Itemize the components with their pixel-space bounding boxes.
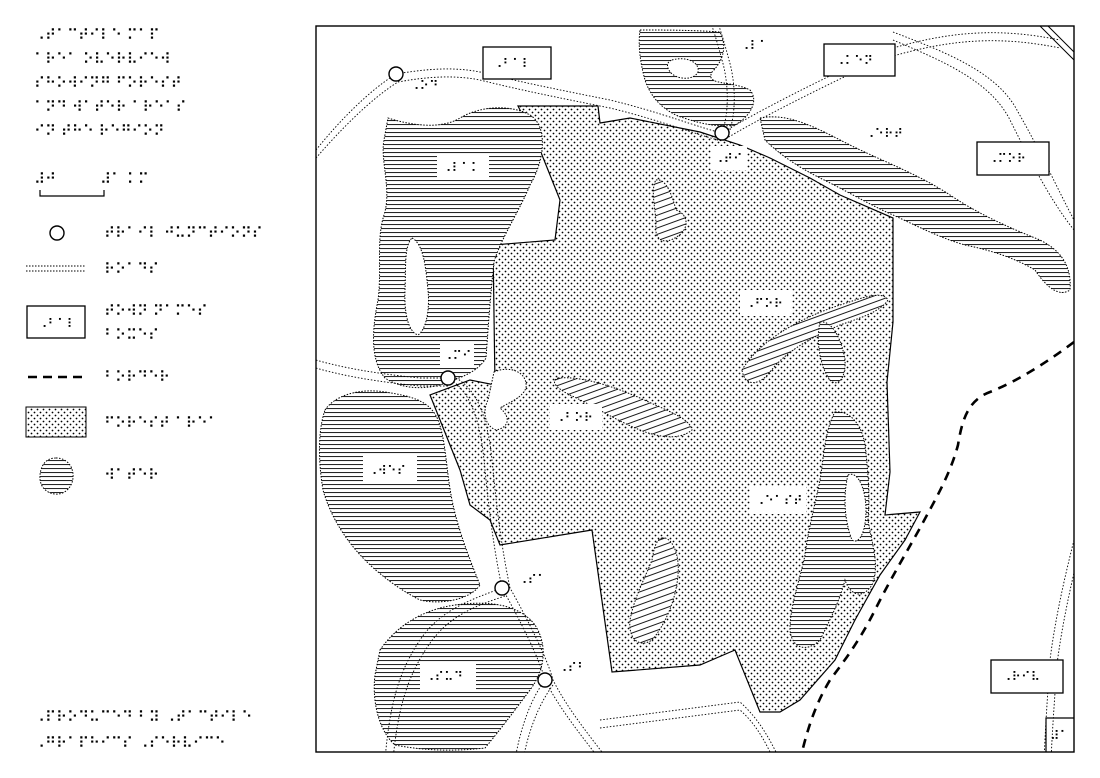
map-label: ⠠⠃⠕⠗ bbox=[555, 411, 593, 426]
legend-title-line-1: ⠠⠞⠁⠉⠞⠊⠇⠑ ⠍⠁⠏ bbox=[34, 26, 160, 44]
area-labels: ⠠⠕⠙ ⠠⠇⠁ ⠠⠑⠗⠞ ⠠⠞⠊ ⠠⠇⠁⠅ ⠠⠋⠕⠗ ⠠⠍⠊ ⠠⠃⠕⠗ ⠠⠺⠑⠎… bbox=[363, 39, 903, 690]
town-label-text: ⠠⠍⠕⠗ bbox=[988, 152, 1026, 167]
stipple-swatch-icon bbox=[25, 406, 87, 438]
lake-small-3 bbox=[817, 321, 846, 384]
map-area: ⠠⠃⠁⠇ ⠠⠅⠑⠝ ⠠⠍⠕⠗ ⠠⠗⠊⠧ ⠠⠕⠙ ⠠⠇⠁ ⠠⠑⠗⠞ ⠠⠞⠊ ⠠⠇⠁… bbox=[316, 26, 1074, 752]
legend-title-line-5: ⠊⠝ ⠞⠓⠑ ⠗⠑⠛⠊⠕⠝ bbox=[34, 122, 164, 140]
map-label: ⠠⠎⠁ bbox=[518, 573, 547, 588]
legend-item-label-box: ⠠⠃⠁⠇ ⠞⠕⠺⠝ ⠝⠁⠍⠑⠎ ⠃⠕⠭⠑⠎ bbox=[26, 302, 208, 344]
legend-item-label-box-label: ⠞⠕⠺⠝ ⠝⠁⠍⠑⠎ bbox=[104, 302, 208, 320]
town-label-box bbox=[823, 43, 896, 77]
map-label: ⠠⠋⠕⠗ bbox=[745, 297, 783, 312]
legend-item-junction-label: ⠞⠗⠁⠊⠇ ⠚⠥⠝⠉⠞⠊⠕⠝⠎ bbox=[104, 224, 263, 242]
map-label: ⠠⠇⠁ bbox=[740, 39, 769, 54]
water-blob-icon bbox=[39, 457, 74, 495]
legend-item-water-label: ⠺⠁⠞⠑⠗ bbox=[104, 466, 159, 484]
map-label: ⠠⠕⠙ bbox=[410, 79, 439, 94]
legend: ⠠⠞⠁⠉⠞⠊⠇⠑ ⠍⠁⠏ ⠁⠗⠑⠁ ⠕⠧⠑⠗⠧⠊⠑⠺ ⠎⠓⠕⠺⠊⠝⠛ ⠋⠕⠗⠑⠎… bbox=[25, 26, 263, 752]
lake-small-5 bbox=[629, 537, 679, 644]
town-label-text: ⠠⠃⠁⠇ bbox=[493, 57, 531, 72]
legend-item-border: ⠃⠕⠗⠙⠑⠗ bbox=[28, 368, 170, 386]
lake-top-island bbox=[667, 58, 699, 79]
legend-item-label-box-label-2: ⠃⠕⠭⠑⠎ bbox=[104, 326, 159, 344]
legend-item-forest: ⠋⠕⠗⠑⠎⠞ ⠁⠗⠑⠁ bbox=[25, 406, 219, 438]
map-label: ⠠⠑⠁⠎⠞ bbox=[755, 494, 803, 509]
junction-circle-icon bbox=[440, 370, 456, 386]
junction-circle-icon bbox=[494, 580, 510, 596]
legend-item-road: ⠗⠕⠁⠙⠎ bbox=[26, 260, 159, 278]
scale-bar-text: ⠼⠁ ⠅⠍ bbox=[100, 170, 149, 188]
lake-left-upper-island bbox=[404, 237, 429, 336]
town-label-box bbox=[482, 46, 552, 80]
junction-circle-icon bbox=[537, 672, 553, 688]
map-label: ⠠⠇⠁⠅ bbox=[442, 161, 480, 176]
lake-east-channel bbox=[844, 473, 867, 542]
legend-title-line-4: ⠁⠝⠙ ⠺⠁⠞⠑⠗ ⠁⠗⠑⠁⠎ bbox=[34, 98, 186, 116]
town-label-text: ⠠⠅⠑⠝ bbox=[835, 54, 873, 69]
lake-small-1 bbox=[652, 179, 687, 242]
map-label: ⠠⠎⠃ bbox=[558, 661, 587, 676]
legend-title-line-3: ⠎⠓⠕⠺⠊⠝⠛ ⠋⠕⠗⠑⠎⠞ bbox=[34, 74, 182, 92]
map-corner-label: ⠼⠁ bbox=[1050, 729, 1069, 744]
scale-bar: ⠼⠚ ⠼⠁ ⠅⠍ bbox=[34, 170, 149, 197]
lake-west bbox=[319, 390, 481, 603]
scale-bar-start-label: ⠼⠚ bbox=[34, 170, 56, 188]
legend-item-junction: ⠞⠗⠁⠊⠇ ⠚⠥⠝⠉⠞⠊⠕⠝⠎ bbox=[49, 224, 263, 242]
legend-footer-line-1: ⠠⠏⠗⠕⠙⠥⠉⠑⠙ ⠃⠽ ⠠⠞⠁⠉⠞⠊⠇⠑ bbox=[34, 708, 252, 726]
trail-junctions bbox=[388, 66, 730, 688]
label-boxes: ⠠⠃⠁⠇ ⠠⠅⠑⠝ ⠠⠍⠕⠗ ⠠⠗⠊⠧ bbox=[482, 43, 1064, 694]
lake-top bbox=[638, 29, 755, 127]
lake-east bbox=[789, 411, 876, 648]
border-line bbox=[800, 340, 1074, 752]
town-label-box bbox=[976, 141, 1050, 176]
river-northeast bbox=[759, 116, 1071, 293]
lagoon-pocket bbox=[484, 368, 527, 431]
junction-circle-icon bbox=[49, 225, 65, 241]
map-label: ⠠⠞⠊ bbox=[714, 152, 743, 167]
map-label: ⠠⠎⠥⠙ bbox=[425, 670, 463, 685]
legend-footer-line-2: ⠠⠛⠗⠁⠏⠓⠊⠉⠎ ⠠⠎⠑⠗⠧⠊⠉⠑ bbox=[34, 734, 226, 752]
legend-item-border-label: ⠃⠕⠗⠙⠑⠗ bbox=[104, 368, 170, 386]
junction-circle-icon bbox=[388, 66, 404, 82]
label-box-icon bbox=[26, 305, 86, 339]
legend-item-water: ⠺⠁⠞⠑⠗ bbox=[39, 457, 159, 495]
forest-area bbox=[429, 105, 922, 713]
legend-item-road-label: ⠗⠕⠁⠙⠎ bbox=[104, 260, 159, 278]
lake-small-4 bbox=[554, 377, 693, 438]
town-label-box bbox=[990, 659, 1064, 694]
label-box-icon-text: ⠠⠃⠁⠇ bbox=[38, 317, 76, 332]
legend-item-forest-label: ⠋⠕⠗⠑⠎⠞ ⠁⠗⠑⠁ bbox=[104, 414, 219, 432]
map-label: ⠠⠺⠑⠎ bbox=[368, 464, 406, 479]
map-frame bbox=[315, 25, 1075, 753]
lake-small-2 bbox=[741, 294, 889, 384]
map-label: ⠠⠑⠗⠞ bbox=[865, 127, 903, 142]
town-label-text: ⠠⠗⠊⠧ bbox=[1002, 670, 1040, 685]
legend-title-line-2: ⠁⠗⠑⠁ ⠕⠧⠑⠗⠧⠊⠑⠺ bbox=[34, 50, 171, 68]
junction-circle-icon bbox=[714, 125, 730, 141]
map-label: ⠠⠍⠊ bbox=[443, 349, 472, 364]
